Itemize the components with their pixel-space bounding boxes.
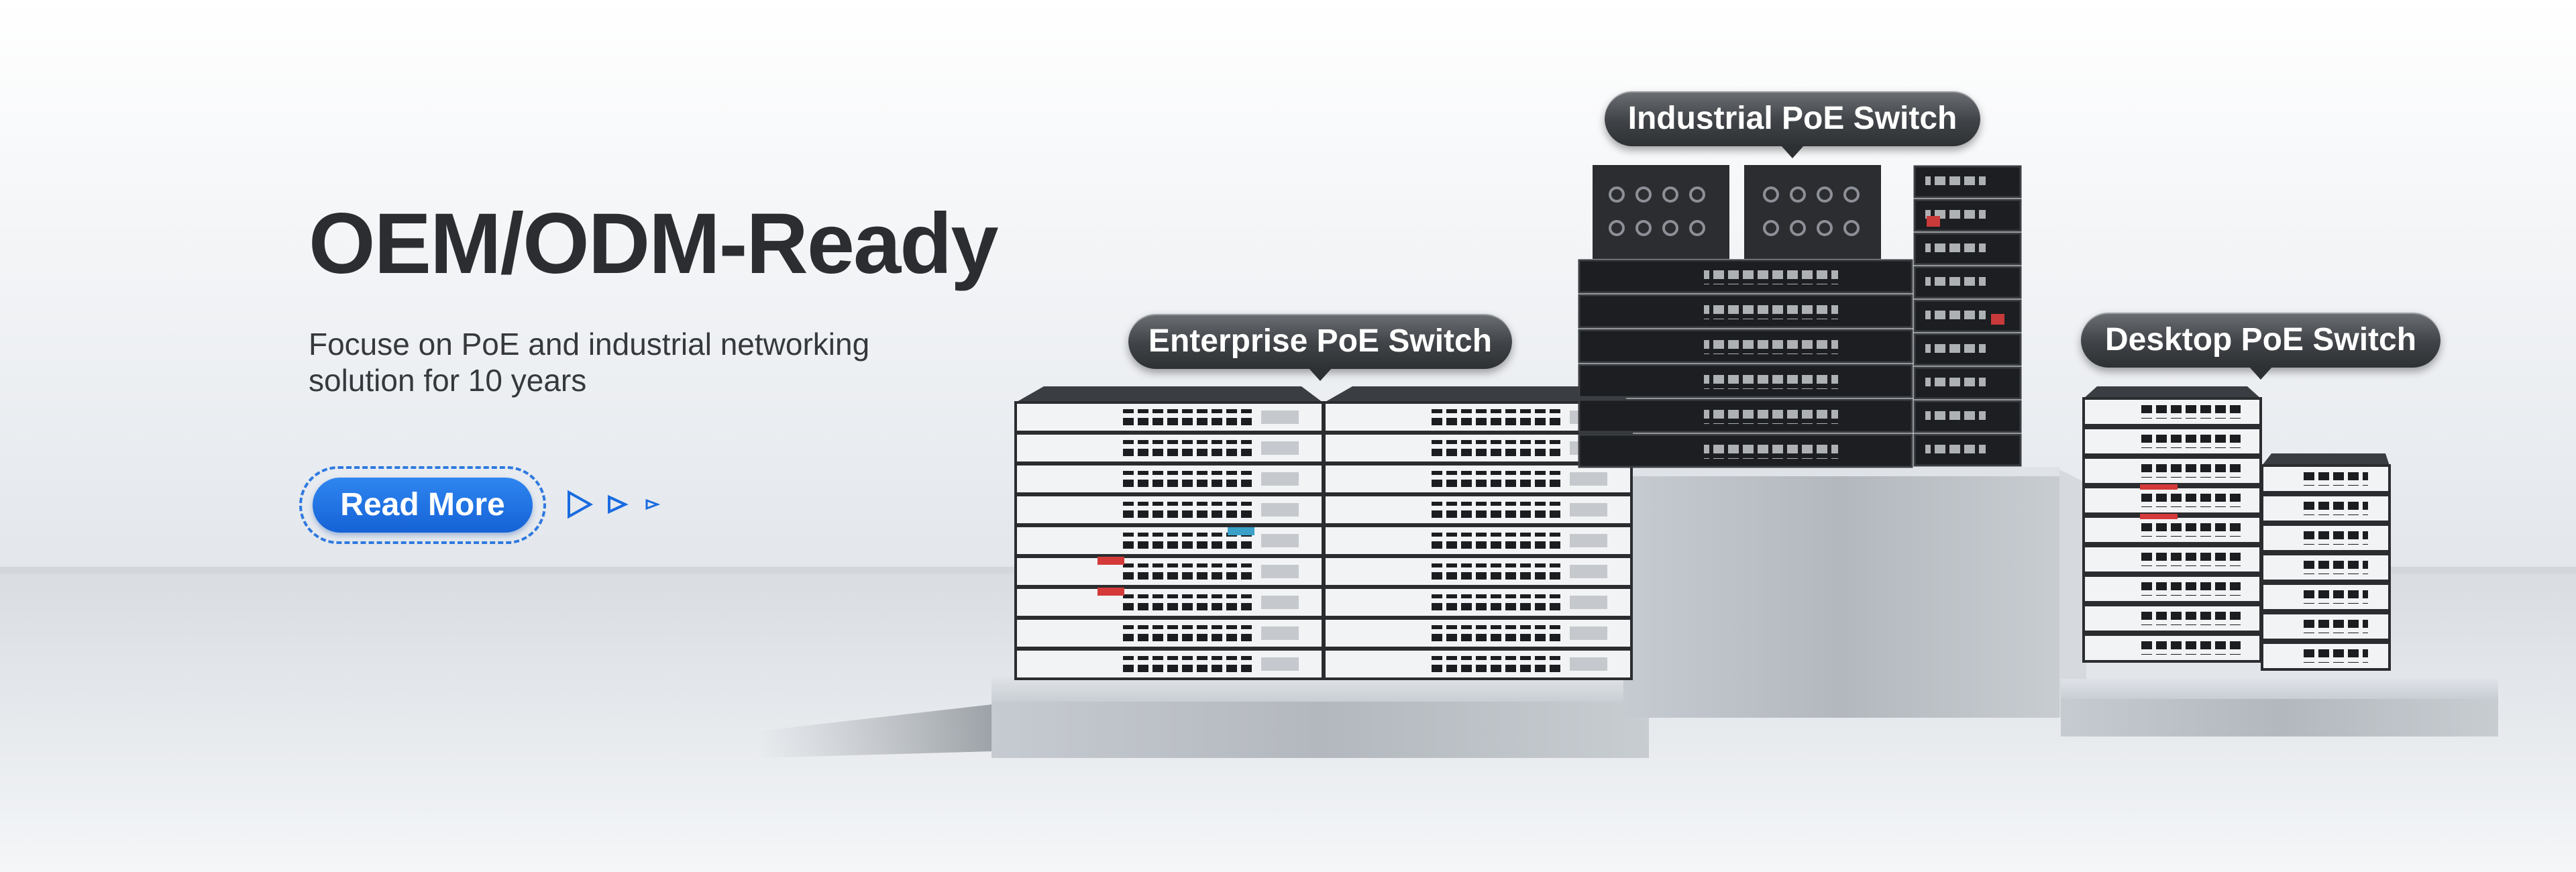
enterprise-switch-stack: [1014, 386, 1633, 680]
industrial-switch-stack: [1578, 165, 2022, 468]
hero-section: OEM/ODM-Ready Focuse on PoE and industri…: [309, 201, 1046, 398]
desktop-label-text: Desktop PoE Switch: [2104, 322, 2417, 358]
desktop-switch-stack: [2082, 386, 2391, 671]
industrial-label-text: Industrial PoE Switch: [1627, 101, 1957, 136]
read-more-button[interactable]: Read More: [313, 478, 533, 533]
enterprise-poe-switch-label[interactable]: Enterprise PoE Switch: [1128, 314, 1512, 381]
read-more-focus-ring: Read More: [299, 466, 546, 544]
industrial-poe-switch-label[interactable]: Industrial PoE Switch: [1605, 91, 1980, 158]
hero-subtitle-line-1: Focuse on PoE and industrial networking: [309, 327, 870, 362]
enterprise-label-text: Enterprise PoE Switch: [1148, 323, 1493, 359]
hero-subtitle-line-2: solution for 10 years: [309, 363, 587, 398]
hero-subtitle: Focuse on PoE and industrial networking …: [309, 326, 966, 398]
play-arrows-icon: [568, 490, 661, 519]
desktop-poe-switch-label[interactable]: Desktop PoE Switch: [2081, 313, 2440, 380]
hero-title: OEM/ODM-Ready: [309, 196, 999, 292]
